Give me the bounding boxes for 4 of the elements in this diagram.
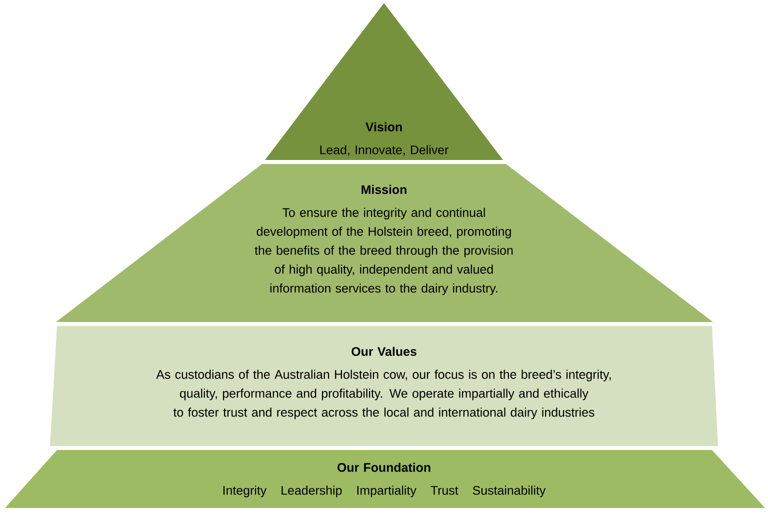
pyramid-tier: Our Foundation Integrity Leadership Impartiality Trust Sustainability bbox=[5, 450, 765, 508]
pyramid-tier: Our Values As custodians of the Australian Holstein cow, our focus is on the breed’s integrity, quality, performance and profitability. We operate impartially and ethically to foster trust and respect across the local and international dairy industries bbox=[50, 326, 718, 446]
pyramid-tier: Mission To ensure the integrity and continual development of the Holstein breed, promoting the benefits of the breed through the provision of high quality, independent and valued information services to the dairy industry. bbox=[56, 164, 713, 322]
pyramid-tier: Vision Lead, Innovate, Deliver bbox=[265, 3, 503, 160]
